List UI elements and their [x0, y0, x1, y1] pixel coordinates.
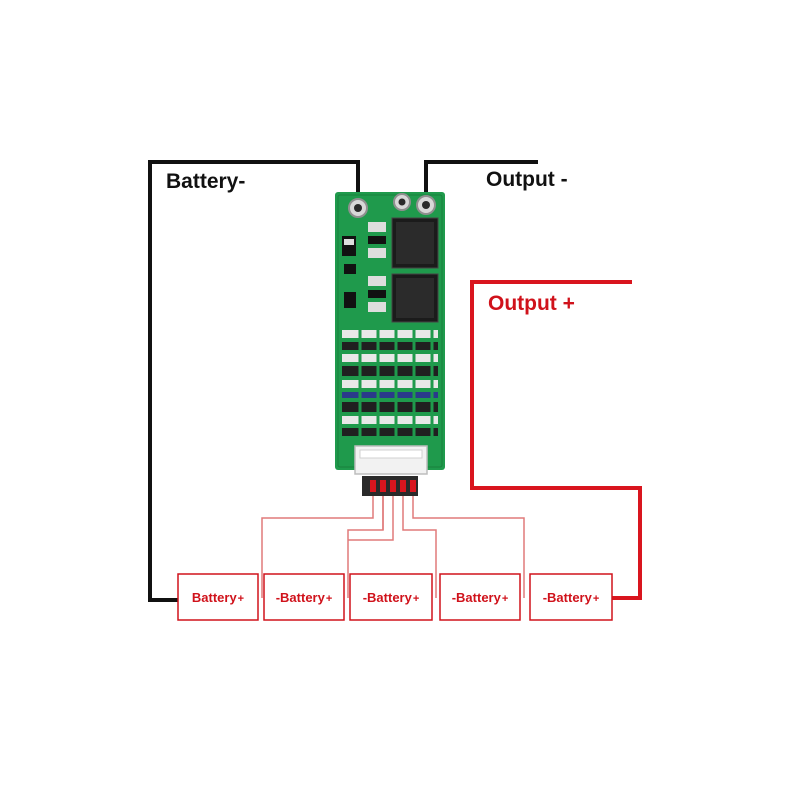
- battery-cell: -Battery+: [439, 573, 521, 621]
- balance-wire-pins: [362, 476, 418, 496]
- battery-cell-label: -Battery+: [363, 590, 420, 605]
- battery-cell-row: Battery+ -Battery+ -Battery+ -Battery+ -…: [177, 573, 613, 621]
- component-rows: [342, 330, 438, 436]
- battery-cell: -Battery+: [263, 573, 345, 621]
- output-positive-wire: [470, 280, 642, 600]
- battery-cell: -Battery+: [349, 573, 433, 621]
- battery-negative-wire: [148, 160, 360, 602]
- output-positive-label: Output +: [488, 292, 575, 315]
- battery-negative-label: Battery-: [166, 170, 245, 193]
- battery-cell-label: Battery+: [192, 590, 244, 605]
- bms-pcb-board: [335, 192, 445, 475]
- battery-cell: -Battery+: [529, 573, 613, 621]
- battery-cell-label: -Battery+: [276, 590, 333, 605]
- battery-cell-label: -Battery+: [543, 590, 600, 605]
- battery-cell: Battery+: [177, 573, 259, 621]
- output-negative-label: Output -: [486, 168, 568, 191]
- output-negative-wire: [424, 160, 538, 205]
- battery-cell-label: -Battery+: [452, 590, 509, 605]
- balance-wires: [261, 496, 525, 598]
